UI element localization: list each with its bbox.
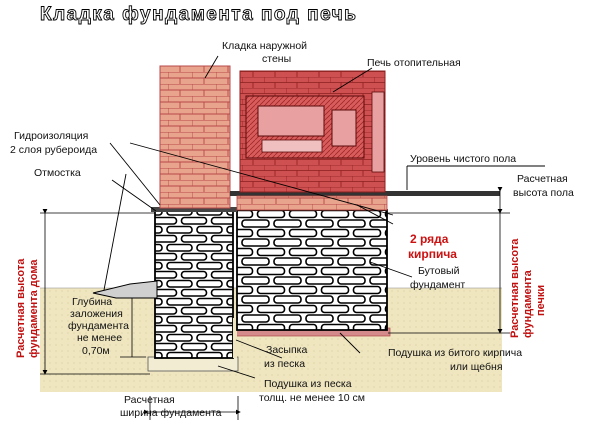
brick-cushion-label: Подушка из битого кирпича (388, 347, 522, 359)
svg-text:фундамента дома: фундамента дома (28, 259, 40, 358)
heating-stove (239, 70, 386, 193)
svg-text:толщ. не менее 10 см: толщ. не менее 10 см (259, 392, 365, 404)
clean-floor (230, 191, 500, 196)
stove-label: Печь отопительная (367, 57, 461, 69)
foundation-width-label: Расчетная (124, 394, 175, 406)
diagram-title: Кладка фундамента под печь (40, 4, 357, 25)
sand-cushion-label: Подушка из песка (264, 378, 352, 390)
svg-text:фундамента: фундамента (68, 320, 129, 332)
svg-text:из песка: из песка (264, 358, 305, 370)
svg-text:Расчетная высота: Расчетная высота (15, 258, 27, 358)
svg-text:стены: стены (262, 53, 291, 65)
svg-text:печки: печки (535, 285, 547, 316)
svg-text:заложения: заложения (70, 308, 123, 320)
svg-text:2 слоя рубероида: 2 слоя рубероида (10, 144, 97, 156)
svg-text:кирпича: кирпича (408, 247, 457, 261)
svg-text:или щебня: или щебня (450, 361, 503, 373)
rubble-foundation-label: Бутовый (418, 265, 460, 277)
svg-text:ширина фундамента: ширина фундамента (120, 407, 222, 419)
sand-backfill-label: Засыпка (266, 344, 307, 356)
blind-area-label: Отмостка (34, 167, 81, 179)
outer-wall-label: Кладка наружной (222, 40, 307, 52)
foundation-depth-label: Глубина (72, 296, 112, 308)
sand-cushion-house (147, 356, 239, 372)
sand-backfill (233, 318, 237, 358)
floor-level-label: Уровень чистого пола (410, 153, 516, 165)
svg-text:фундамент: фундамент (410, 279, 465, 291)
two-brick-rows-label: 2 ряда (410, 232, 449, 246)
svg-text:0,70м: 0,70м (82, 345, 110, 357)
svg-text:не менее: не менее (77, 332, 122, 344)
svg-text:высота пола: высота пола (513, 187, 574, 199)
blind-area (92, 280, 158, 299)
house-rubble-foundation (154, 209, 234, 359)
stove-rubble-foundation (236, 209, 388, 331)
stove-foundation-height-label: Расчетная высота фундамента печки (509, 238, 547, 338)
svg-text:Расчетная высота: Расчетная высота (509, 238, 521, 338)
waterproofing-label: Гидроизоляция (14, 130, 88, 142)
floor-height-label: Расчетная (517, 173, 568, 185)
waterproofing-layer (151, 207, 237, 212)
house-foundation-height-label: Расчетная высота фундамента дома (15, 258, 40, 358)
two-brick-rows (236, 195, 388, 211)
outer-wall-brickwork (159, 65, 231, 209)
svg-text:фундамента: фундамента (522, 269, 534, 338)
